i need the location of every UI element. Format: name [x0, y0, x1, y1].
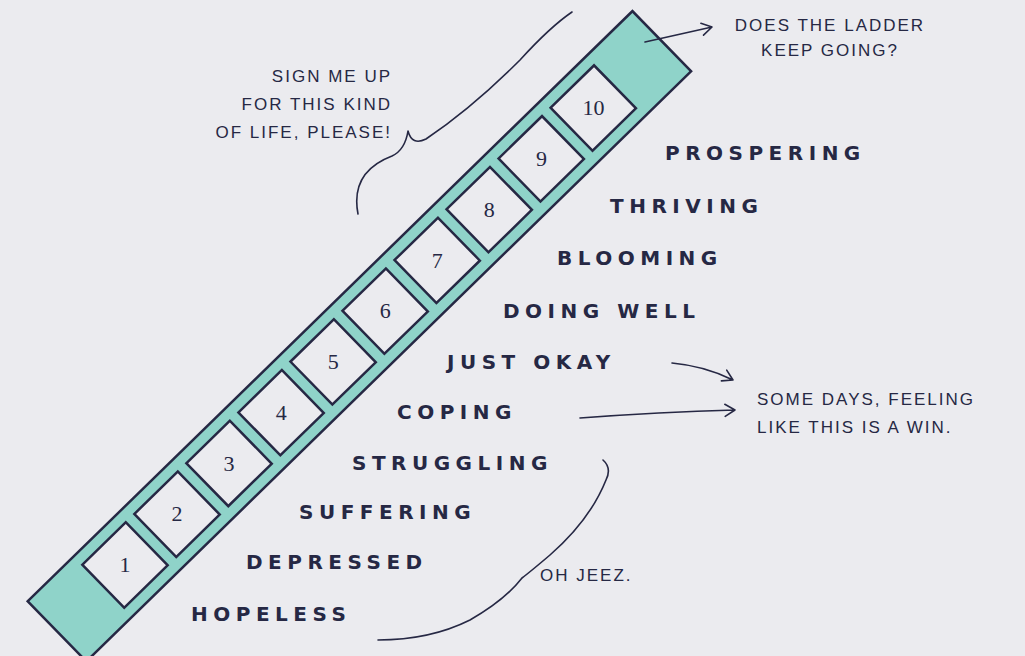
- rung-number: 6: [380, 298, 391, 324]
- handwritten-note: SIGN ME UP FOR THIS KIND OF LIFE, PLEASE…: [170, 63, 392, 147]
- ladder-cell: [551, 65, 636, 150]
- arrow: [645, 23, 712, 42]
- rung-number: 10: [582, 95, 604, 121]
- annotations: [357, 12, 735, 640]
- scale-label: BLOOMING: [557, 246, 723, 270]
- scale-label: DEPRESSED: [246, 550, 428, 574]
- rung-cell: 8: [469, 190, 509, 230]
- arrow: [580, 404, 735, 418]
- handwritten-note: OH JEEZ.: [540, 566, 633, 586]
- rung-cell: 2: [157, 494, 197, 534]
- rung-number: 2: [172, 501, 183, 527]
- scale-label: HOPELESS: [191, 602, 351, 626]
- scale-label: STRUGGLING: [352, 451, 553, 475]
- ladder-cells: [82, 65, 636, 607]
- handwritten-note: DOES THE LADDER KEEP GOING?: [700, 13, 960, 63]
- rung-cell: 4: [261, 393, 301, 433]
- rung-cell: 5: [313, 342, 353, 382]
- rung-number: 5: [328, 349, 339, 375]
- ladder-body: [28, 11, 691, 656]
- scale-label: PROSPERING: [665, 141, 866, 165]
- ladder: [28, 11, 691, 656]
- scale-label: JUST OKAY: [447, 350, 616, 374]
- rung-number: 1: [120, 552, 131, 578]
- handwritten-note: SOME DAYS, FEELING LIKE THIS IS A WIN.: [757, 386, 1019, 442]
- rung-cell: 1: [105, 545, 145, 585]
- rung-cell: 3: [209, 444, 249, 484]
- rung-number: 4: [276, 400, 287, 426]
- rung-number: 3: [224, 451, 235, 477]
- scale-label: DOING WELL: [503, 299, 700, 323]
- rung-cell: 7: [417, 241, 457, 281]
- arrow: [672, 363, 733, 381]
- rung-number: 8: [484, 197, 495, 223]
- scale-label: SUFFERING: [299, 500, 476, 524]
- scale-label: COPING: [397, 400, 517, 424]
- rung-number: 7: [432, 248, 443, 274]
- rung-cell: 6: [365, 291, 405, 331]
- rung-cell: 10: [573, 88, 613, 128]
- rung-cell: 9: [521, 139, 561, 179]
- scale-label: THRIVING: [610, 194, 763, 218]
- rung-number: 9: [536, 146, 547, 172]
